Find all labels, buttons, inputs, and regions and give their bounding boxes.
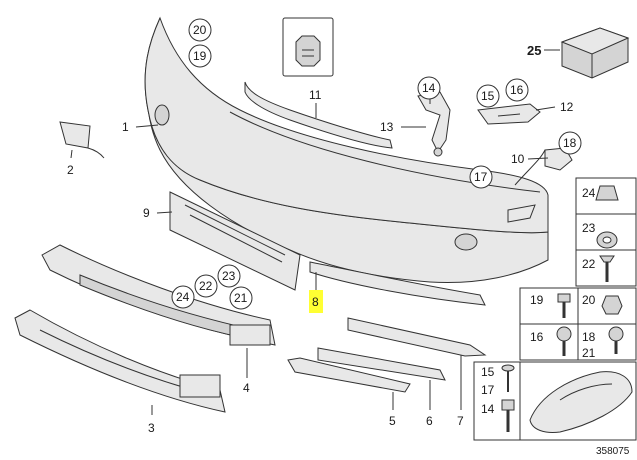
callout-10: 10 [511,152,525,166]
callout-22: 22 [199,279,213,293]
screw-16-icon [556,326,572,356]
callout-labels: 1 2 3 4 5 6 7 8 9 10 11 12 13 20 19 14 1… [67,18,630,457]
callout-7: 7 [457,414,464,428]
callout-4: 4 [243,381,250,395]
nut-20-icon [601,295,623,315]
bracket-13[interactable] [417,91,451,157]
bolt-15-icon [501,364,515,392]
callout-23: 23 [222,269,236,283]
leader-lines [70,49,560,415]
callout-13: 13 [380,120,394,134]
callout-2: 2 [67,163,74,177]
grille-lower[interactable] [14,309,226,413]
callout-24: 24 [176,290,190,304]
grid-24: 24 [582,186,596,200]
screw-19-icon [557,293,571,318]
bumper-cover[interactable] [144,16,549,283]
callout-19: 19 [193,49,207,63]
grid-17: 17 [481,383,495,397]
highlight-8 [309,290,323,313]
grid-21: 21 [582,346,596,360]
callout-25: 25 [527,43,541,58]
spoiler-strip-6[interactable] [317,347,446,381]
screw-18-icon [608,326,624,354]
grid-23: 23 [582,221,596,235]
callout-11: 11 [309,88,322,102]
callout-17: 17 [474,170,488,184]
callout-12: 12 [560,100,574,114]
car-location-icon [529,371,633,433]
repair-kit-box[interactable] [560,27,630,79]
callout-5: 5 [389,414,396,428]
callout-9: 9 [143,206,150,220]
bumper-strip[interactable] [244,81,393,149]
grid-18: 18 [582,330,596,344]
tow-hook-cover[interactable] [59,121,105,159]
grid-22: 22 [582,257,596,271]
spoiler-strip-5[interactable] [287,357,411,393]
sensor-holder-12[interactable] [477,103,541,125]
bolt-14-icon [501,399,515,432]
callout-16: 16 [510,83,524,97]
grille-upper[interactable] [41,244,276,346]
callout-8: 8 [312,295,319,309]
grid-20: 20 [582,293,596,307]
moulding-strip[interactable] [309,261,486,306]
grid-15: 15 [481,365,495,379]
clip-detail [282,17,334,77]
license-plate-bracket[interactable] [169,191,301,291]
clip-nut-icon [595,185,619,201]
callout-18: 18 [563,136,577,150]
callout-20: 20 [193,23,207,37]
grid-19: 19 [530,293,544,307]
callout-6: 6 [426,414,433,428]
screw-22-icon [599,255,615,282]
grid-14: 14 [481,402,495,416]
callout-3: 3 [148,421,155,435]
callout-14: 14 [422,81,436,95]
spoiler-strip-7[interactable] [347,317,487,357]
callout-1: 1 [122,120,129,134]
grommet-icon [596,231,618,249]
grid-16: 16 [530,330,544,344]
callout-15: 15 [481,89,495,103]
diagram-number: 358075 [596,446,630,457]
callout-21: 21 [234,291,248,305]
